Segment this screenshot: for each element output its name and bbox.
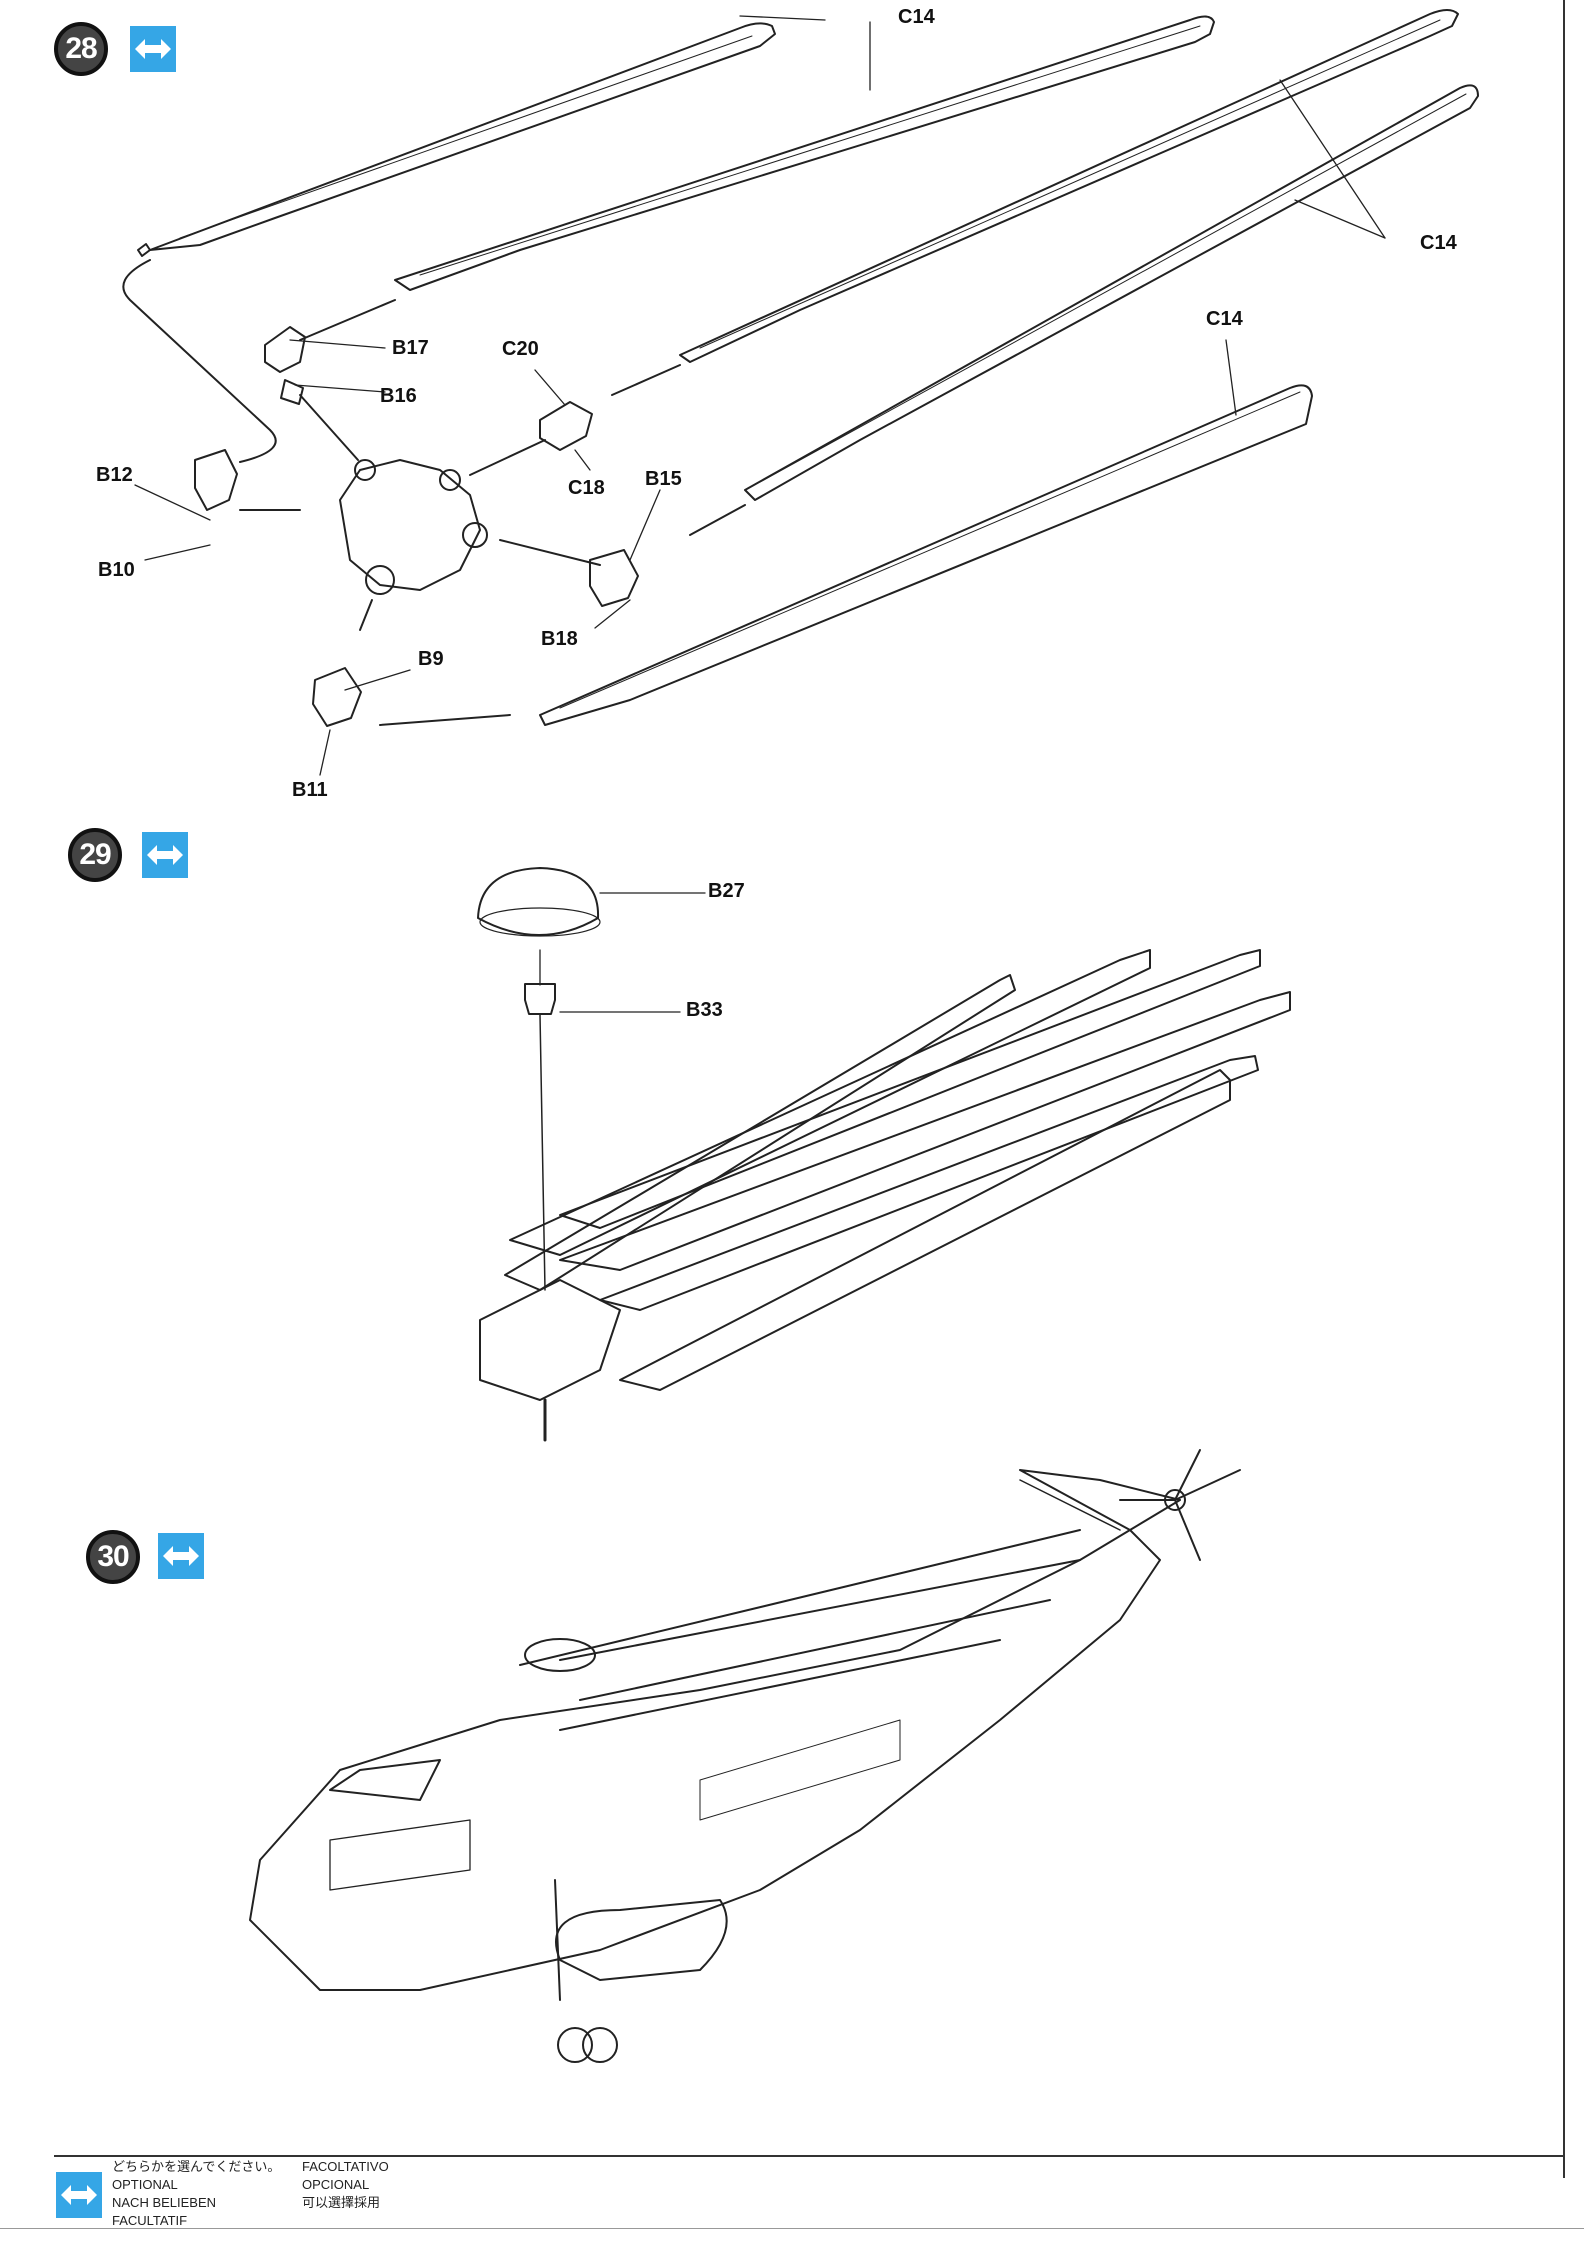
part-b16-shape [280, 379, 304, 405]
part-c20-shape [539, 401, 593, 451]
step-badge-28: 28 [54, 22, 108, 76]
optional-icon [158, 1533, 204, 1579]
optional-legend: どちらかを選んでください。 OPTIONAL NACH BELIEBEN FAC… [56, 2158, 476, 2228]
label-b9: B9 [418, 648, 444, 670]
assembly-arrows [122, 259, 746, 726]
page-frame-right [1563, 0, 1565, 2178]
label-b11: B11 [292, 779, 328, 801]
rotor-blade-5 [539, 384, 1313, 726]
double-arrow-icon [147, 845, 183, 865]
optional-icon [142, 832, 188, 878]
rotor-blade-2 [394, 15, 1215, 291]
label-b27: B27 [708, 880, 745, 902]
label-b12: B12 [96, 464, 133, 486]
legend-chinese: 可以選擇採用 [302, 2195, 381, 2210]
step-badge-30: 30 [86, 1530, 140, 1584]
label-c14-lower: C14 [1206, 308, 1243, 330]
folded-rotor-assembly [479, 949, 1291, 1442]
label-b15: B15 [645, 468, 682, 490]
rotor-blade-3 [679, 9, 1459, 363]
step-number: 29 [79, 838, 111, 871]
label-b18: B18 [541, 628, 578, 650]
legend-japanese: どちらかを選んでください。 [112, 2159, 281, 2174]
part-b12-shape [194, 449, 238, 511]
optional-icon [56, 2172, 102, 2218]
page-frame-bottom [54, 2155, 1565, 2157]
legend-italian: FACOLTATIVO [302, 2159, 389, 2174]
step-number: 30 [97, 1540, 129, 1573]
part-b9-shape [312, 667, 362, 727]
rotor-blade-4 [744, 84, 1479, 501]
legend-french: FACULTATIF [112, 2213, 188, 2228]
legend-column-2: FACOLTATIVO OPCIONAL 可以選擇採用 [302, 2158, 389, 2212]
nut-b33 [524, 983, 556, 1015]
leader-lines-28 [134, 15, 1386, 776]
part-b15-shape [589, 549, 639, 607]
label-b16: B16 [380, 385, 417, 407]
legend-german: NACH BELIEBEN [112, 2195, 217, 2210]
step-badge-29: 29 [68, 828, 122, 882]
double-arrow-icon [135, 39, 171, 59]
double-arrow-icon [163, 1546, 199, 1566]
optional-icon [130, 26, 176, 72]
legend-english: OPTIONAL [112, 2177, 178, 2192]
double-arrow-icon [61, 2185, 97, 2205]
label-b17: B17 [392, 337, 429, 359]
part-b17-shape [264, 326, 306, 373]
label-c20: C20 [502, 338, 539, 360]
rotor-blade-1 [137, 22, 776, 257]
footer-rule [0, 2228, 1584, 2229]
label-c18: C18 [568, 477, 605, 499]
label-c14-right: C14 [1420, 232, 1457, 254]
label-c14-top: C14 [898, 6, 935, 28]
rotor-hub [339, 459, 488, 595]
step-number: 28 [65, 32, 97, 65]
helicopter [249, 1449, 1241, 2063]
legend-spanish: OPCIONAL [302, 2177, 370, 2192]
label-b10: B10 [98, 559, 135, 581]
rotor-cap-b27 [477, 867, 601, 937]
label-b33: B33 [686, 999, 723, 1021]
legend-column-1: どちらかを選んでください。 OPTIONAL NACH BELIEBEN FAC… [112, 2158, 280, 2230]
